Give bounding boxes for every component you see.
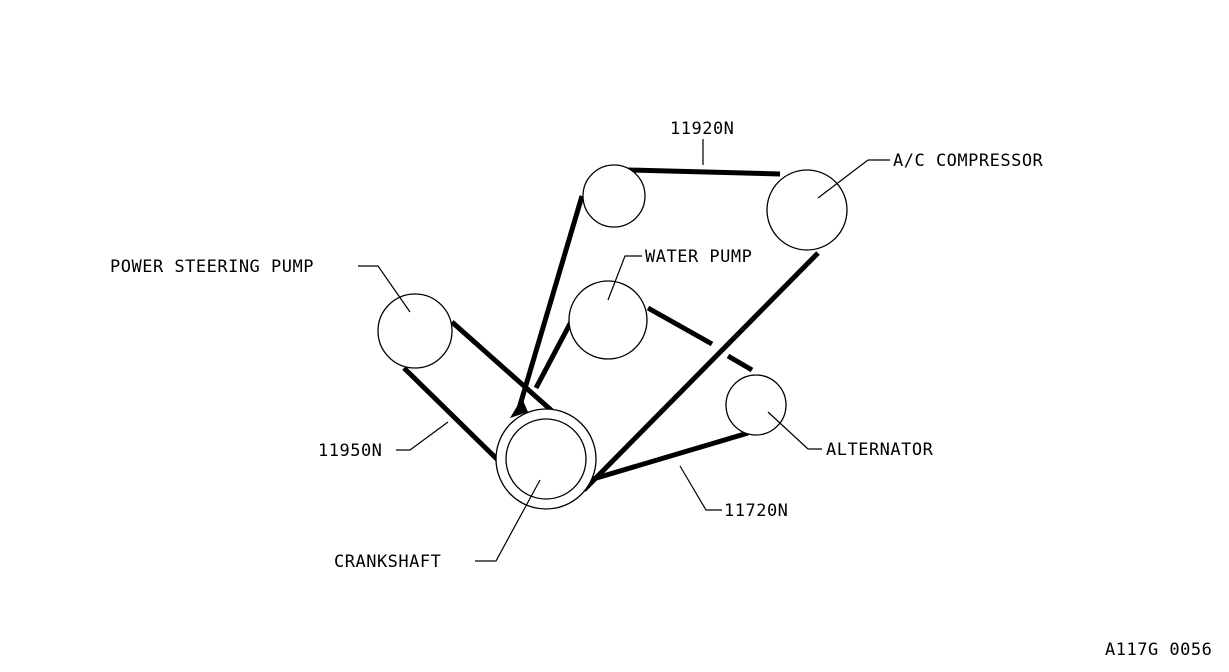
belt-11920n — [510, 167, 820, 492]
ac-compressor-pulley — [766, 169, 848, 251]
label-11720n: 11720N — [724, 501, 788, 521]
leader-crankshaft — [475, 479, 541, 562]
leader-power-steering-pump — [358, 265, 411, 313]
leader-water-pump — [607, 255, 642, 301]
water-pump-pulley — [568, 280, 648, 360]
label-ac-compressor: A/C COMPRESSOR — [893, 151, 1044, 171]
label-11920n: 11920N — [670, 119, 734, 139]
belt-11720n — [533, 305, 754, 485]
label-power-steering-pump: POWER STEERING PUMP — [110, 257, 314, 277]
leader-ac-compressor — [817, 159, 869, 199]
idler-pulley — [582, 164, 646, 228]
label-alternator: ALTERNATOR — [826, 440, 934, 460]
label-11950n: 11950N — [318, 441, 382, 461]
leader-11720n — [679, 465, 722, 511]
leader-alternator — [767, 411, 822, 450]
label-crankshaft: CRANKSHAFT — [334, 552, 441, 572]
leader-11950n — [396, 421, 449, 451]
crankshaft-inner-pulley — [505, 418, 587, 500]
alternator-pulley — [725, 374, 787, 436]
label-water-pump: WATER PUMP — [645, 247, 752, 267]
figure-code: A117G 0056 — [1105, 640, 1212, 660]
belt-11950n — [402, 320, 562, 468]
power-steering-pump-pulley — [377, 293, 453, 369]
